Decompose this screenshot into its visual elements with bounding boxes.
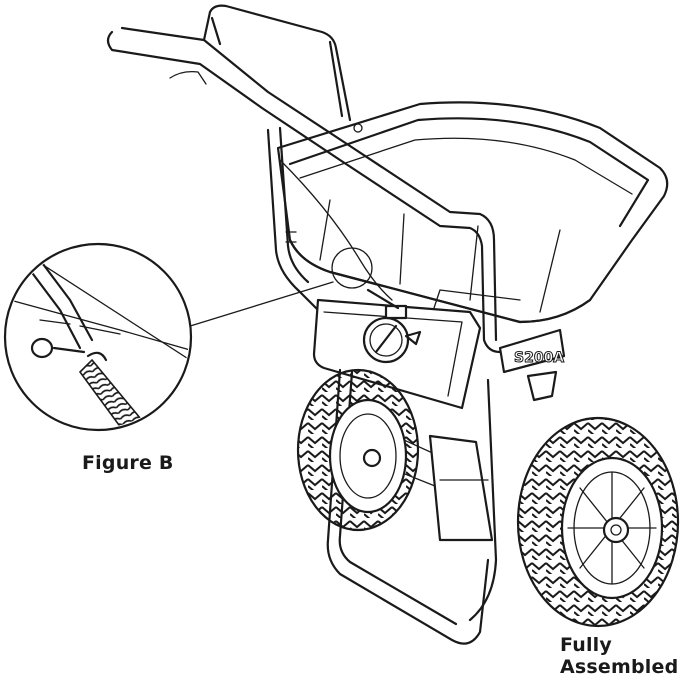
right-wheel bbox=[518, 418, 678, 626]
figure-b-detail bbox=[5, 244, 191, 440]
handle-frame bbox=[108, 6, 500, 352]
control-cable bbox=[280, 160, 392, 300]
left-wheel bbox=[298, 370, 418, 530]
control-panel bbox=[314, 290, 480, 408]
callout-small-circle bbox=[332, 248, 372, 288]
hopper bbox=[278, 102, 667, 322]
callout-leader-line bbox=[187, 282, 333, 327]
model-plate: S200A bbox=[500, 330, 564, 400]
figure-b-caption: Figure B bbox=[82, 452, 174, 474]
spreader-diagram: S200A bbox=[0, 0, 694, 661]
fully-assembled-caption: Fully Assembled bbox=[560, 634, 679, 678]
model-label: S200A bbox=[514, 350, 564, 366]
